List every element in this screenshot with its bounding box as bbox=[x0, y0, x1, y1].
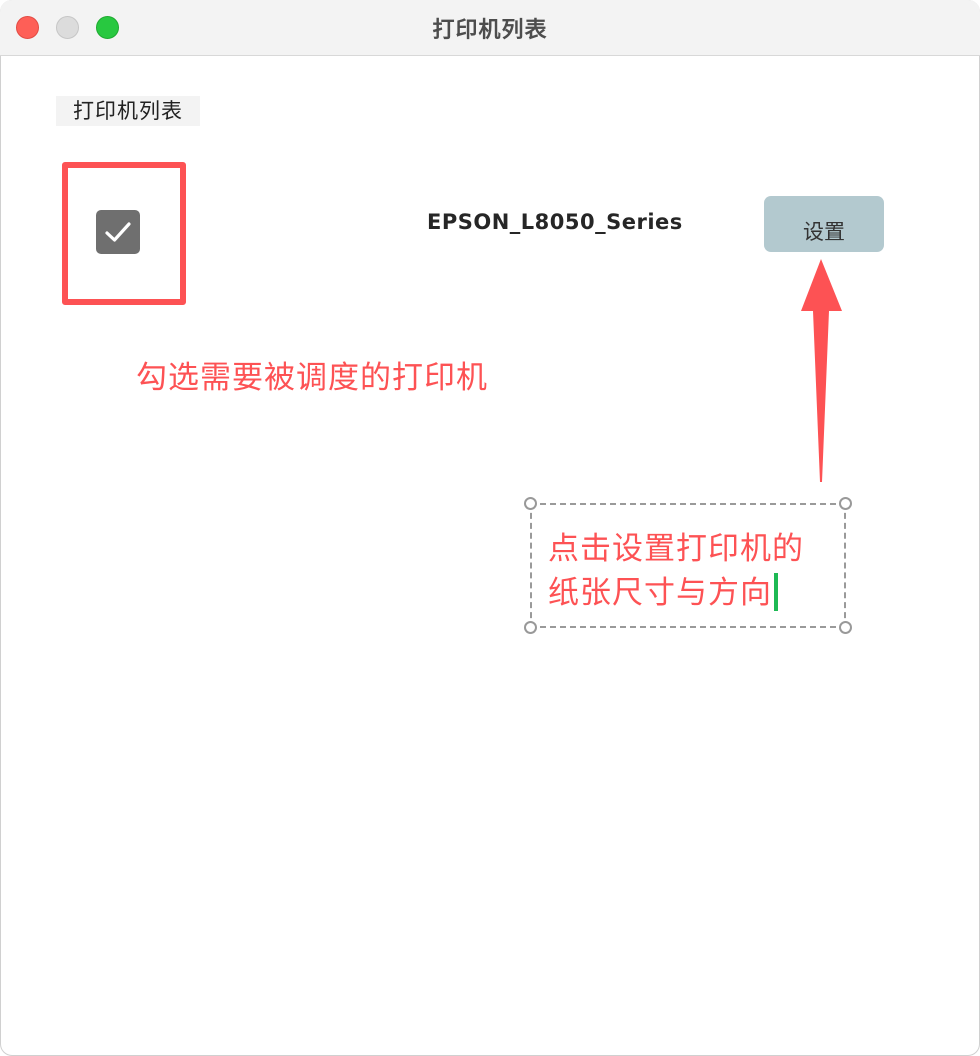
annotation-highlight-rect bbox=[62, 162, 186, 305]
annotation-settings-hint[interactable]: 点击设置打印机的 纸张尺寸与方向 bbox=[548, 527, 804, 615]
resize-handle-bottom-left[interactable] bbox=[524, 621, 537, 634]
resize-handle-top-left[interactable] bbox=[524, 497, 537, 510]
annotation-checkbox-hint: 勾选需要被调度的打印机 bbox=[136, 360, 488, 396]
printer-name: EPSON_L8050_Series bbox=[427, 210, 683, 234]
annotation-settings-hint-line2: 纸张尺寸与方向 bbox=[548, 575, 772, 611]
section-label: 打印机列表 bbox=[56, 96, 200, 126]
resize-handle-top-right[interactable] bbox=[839, 497, 852, 510]
close-window-button[interactable] bbox=[16, 16, 39, 39]
minimize-window-button[interactable] bbox=[56, 16, 79, 39]
window-title: 打印机列表 bbox=[432, 18, 548, 43]
title-bar: 打印机列表 bbox=[0, 0, 980, 56]
text-cursor bbox=[774, 573, 778, 611]
printer-settings-button[interactable]: 设置 bbox=[764, 196, 884, 252]
resize-handle-bottom-right[interactable] bbox=[839, 621, 852, 634]
checkmark-icon bbox=[105, 222, 131, 242]
annotation-settings-hint-line1: 点击设置打印机的 bbox=[548, 531, 804, 567]
printer-select-checkbox[interactable] bbox=[96, 210, 140, 254]
maximize-window-button[interactable] bbox=[96, 16, 119, 39]
annotation-textbox[interactable]: 点击设置打印机的 纸张尺寸与方向 bbox=[524, 497, 852, 634]
